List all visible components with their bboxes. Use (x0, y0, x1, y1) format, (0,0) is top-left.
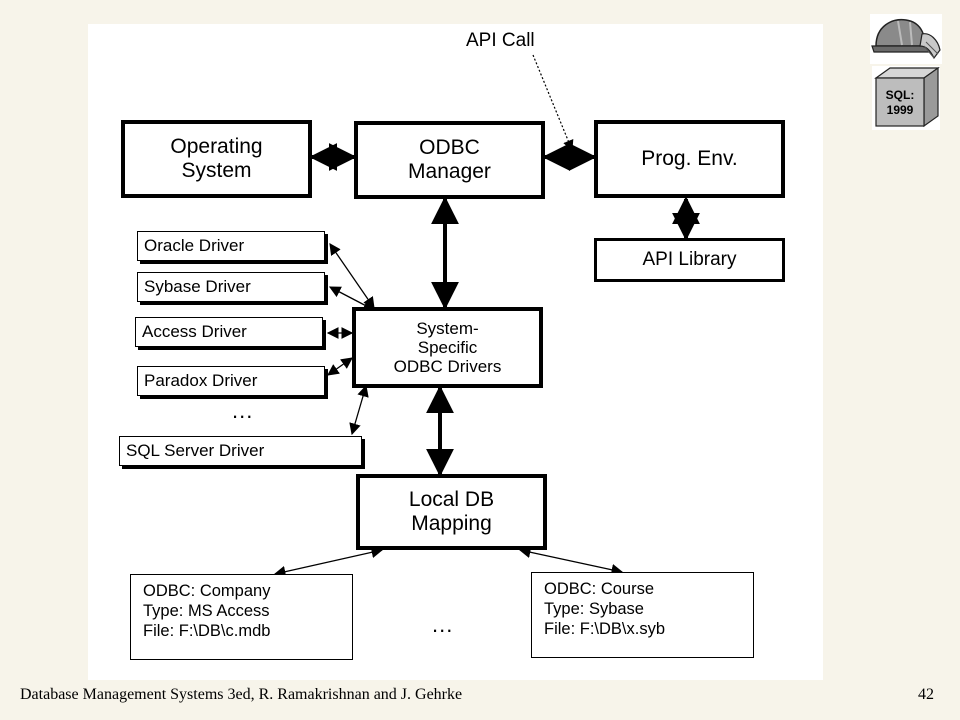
operating-system-line-1: Operating (170, 135, 263, 159)
sql-cube-line-2: 1999 (887, 103, 914, 117)
sql-cube-icon: SQL: 1999 (872, 66, 940, 130)
prog-env-label: Prog. Env. (641, 147, 738, 171)
local-db-mapping-line-1: Local DB (408, 488, 495, 512)
paradox-driver-label: Paradox Driver (144, 371, 258, 390)
operating-system-box: Operating System (121, 120, 312, 198)
operating-system-line-2: System (181, 159, 252, 182)
arrow-mapping-course (518, 546, 624, 576)
company-type: Type: MS Access (143, 602, 270, 621)
paradox-driver-box: Paradox Driver (137, 366, 325, 396)
book-logo-icon: SQL: 1999 (870, 14, 942, 130)
company-datasource-box: ODBC: Company Type: MS Access File: F:\D… (130, 574, 353, 660)
system-drivers-line-2: Specific (417, 337, 478, 357)
sql-server-driver-box: SQL Server Driver (119, 436, 362, 466)
arrow-paradox (327, 357, 353, 376)
odbc-manager-line-2: Manager (408, 160, 491, 183)
api-call-pointer (532, 54, 574, 151)
footer-citation: Database Management Systems 3ed, R. Rama… (20, 686, 463, 703)
arrow-sqlserver (349, 384, 369, 436)
page-number: 42 (918, 686, 934, 703)
system-drivers-line-1: System- (416, 318, 479, 338)
course-odbc-name: ODBC: Course (544, 580, 655, 598)
drivers-ellipsis: ... (232, 398, 254, 423)
prog-env-box: Prog. Env. (594, 120, 785, 198)
odbc-manager-line-1: ODBC (419, 136, 480, 160)
sql-server-driver-label: SQL Server Driver (126, 441, 265, 460)
local-db-mapping-line-2: Mapping (411, 512, 492, 535)
sybase-driver-box: Sybase Driver (137, 272, 325, 302)
system-specific-drivers-box: System- Specific ODBC Drivers (352, 307, 543, 388)
system-drivers-line-3: ODBC Drivers (393, 357, 502, 377)
oracle-driver-box: Oracle Driver (137, 231, 325, 261)
sql-cube-line-1: SQL: (886, 88, 915, 102)
arrow-sybase (328, 286, 376, 311)
course-type: Type: Sybase (544, 600, 644, 619)
local-db-mapping-box: Local DB Mapping (356, 474, 547, 550)
arrow-mapping-company (273, 546, 384, 578)
course-file: File: F:\DB\x.syb (544, 620, 666, 639)
hard-hat-icon (870, 14, 942, 64)
course-datasource-box: ODBC: Course Type: Sybase File: F:\DB\x.… (531, 572, 754, 658)
company-odbc-name: ODBC: Company (143, 582, 271, 600)
api-library-label: API Library (642, 249, 737, 271)
api-call-label: API Call (466, 30, 535, 51)
sybase-driver-label: Sybase Driver (144, 277, 251, 296)
api-library-box: API Library (594, 238, 785, 282)
oracle-driver-label: Oracle Driver (144, 236, 245, 255)
datasource-ellipsis: ... (432, 612, 454, 637)
access-driver-box: Access Driver (135, 317, 323, 347)
company-file: File: F:\DB\c.mdb (143, 622, 271, 641)
odbc-manager-box: ODBC Manager (354, 121, 545, 199)
access-driver-label: Access Driver (142, 322, 247, 341)
